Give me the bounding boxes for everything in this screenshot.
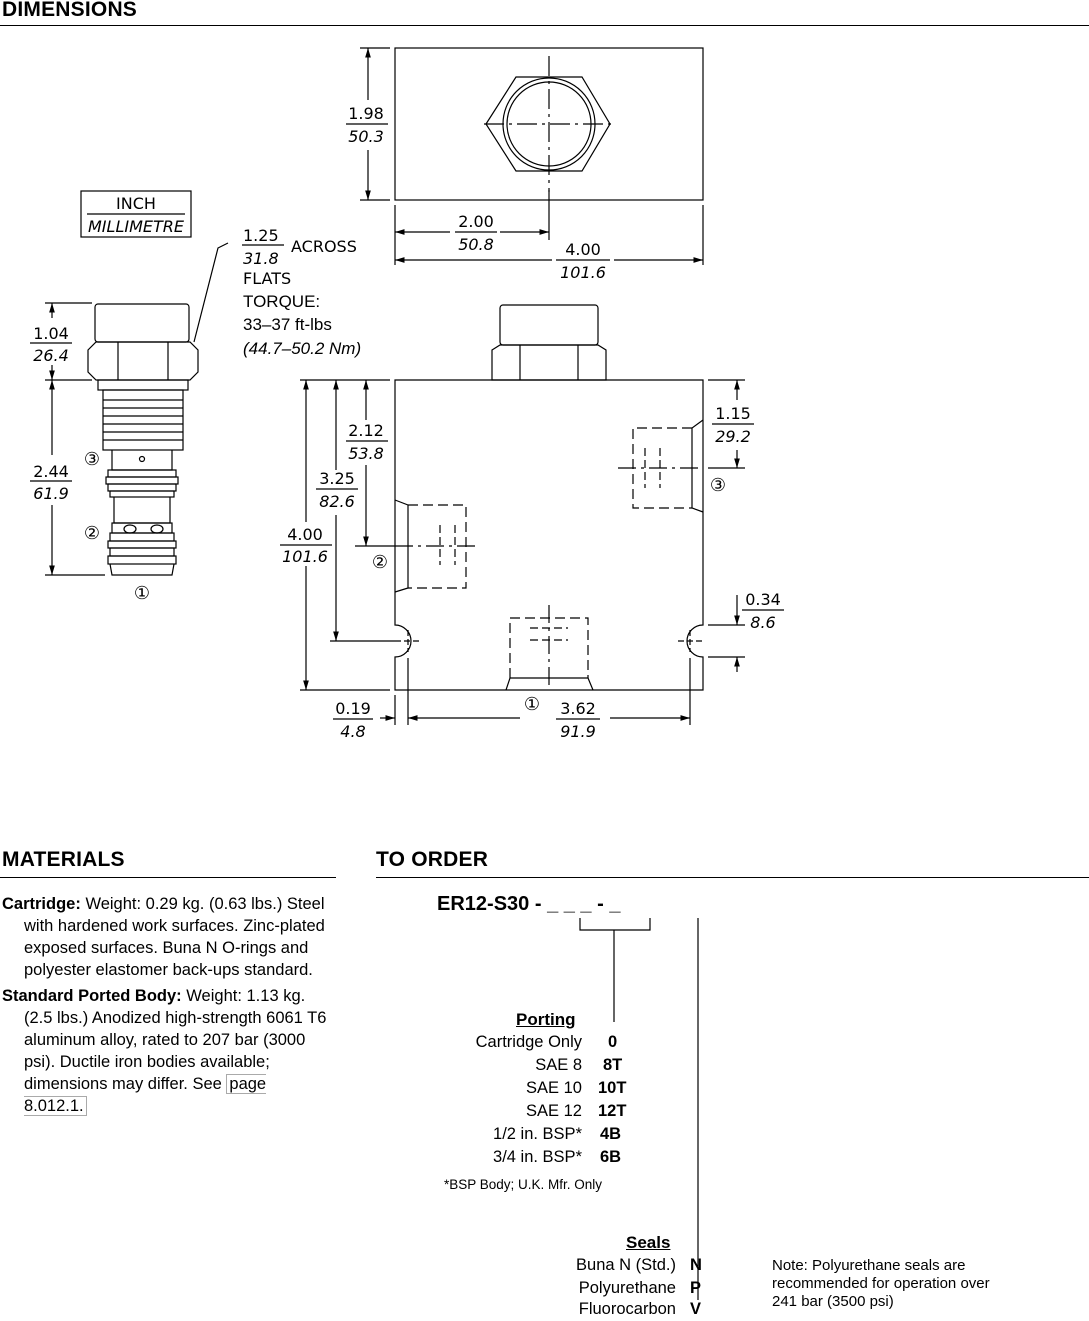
porting-code: 10T — [598, 1079, 627, 1097]
porting-row: 1/2 in. BSP* 4B — [420, 1123, 621, 1146]
materials-body: Standard Ported Body: Weight: 1.13 kg. (… — [2, 985, 332, 1117]
to-order-rule — [376, 877, 1089, 878]
seals-row: Buna N (Std.) N — [520, 1254, 702, 1277]
porting-row: SAE 10 10T — [420, 1077, 626, 1100]
porting-label: SAE 12 — [526, 1102, 582, 1120]
materials-heading: MATERIALS — [2, 848, 125, 871]
front-mount-mm: 82.6 — [319, 492, 355, 511]
unit-legend-box — [80, 190, 192, 238]
porting-heading: Porting — [516, 1010, 576, 1029]
cartridge-label: Cartridge: — [2, 895, 81, 913]
top-depth-in: 1.98 — [348, 104, 384, 123]
front-port2-mm: 53.8 — [348, 444, 384, 463]
front-edge-in: 0.19 — [335, 699, 371, 718]
top-center-mm: 50.8 — [458, 235, 494, 254]
dimensions-heading: DIMENSIONS — [2, 0, 138, 21]
top-width-in: 4.00 — [565, 240, 601, 259]
porting-label: Cartridge Only — [475, 1033, 582, 1051]
page-reference-link[interactable]: page 8.012.1. — [24, 1074, 267, 1116]
body-top-view — [360, 47, 704, 265]
porting-row: SAE 8 8T — [420, 1054, 622, 1077]
fraction-bars — [30, 123, 784, 720]
porting-code: 8T — [603, 1056, 623, 1074]
cartridge-text: Weight: 0.29 kg. (0.63 lbs.) Steel with … — [24, 895, 325, 979]
cart-body-in: 2.44 — [33, 462, 69, 481]
porting-code: 6B — [600, 1148, 622, 1166]
front-span-mm: 91.9 — [560, 722, 596, 741]
seals-row: Fluorocarbon V — [520, 1298, 701, 1321]
front-height-in: 4.00 — [287, 525, 323, 544]
seals-code: V — [690, 1300, 702, 1318]
seals-label: Polyurethane — [578, 1279, 676, 1297]
front-port-2: ② — [372, 552, 388, 573]
top-depth-mm: 50.3 — [348, 127, 384, 146]
body-label: Standard Ported Body: — [2, 987, 182, 1005]
bsp-footnote: *BSP Body; U.K. Mfr. Only — [444, 1177, 603, 1192]
model-code-prefix: ER12-S30 - — [437, 893, 542, 915]
cart-port-2: ② — [84, 523, 100, 544]
body-text: Weight: 1.13 kg. (2.5 lbs.) Anodized hig… — [24, 987, 327, 1093]
front-port3-mm: 29.2 — [715, 427, 751, 446]
seals-code: P — [690, 1279, 702, 1297]
cart-body-mm: 61.9 — [33, 484, 69, 503]
front-mount-in: 3.25 — [319, 469, 355, 488]
front-port2-in: 2.12 — [348, 421, 384, 440]
porting-row: Cartridge Only 0 — [420, 1031, 618, 1054]
porting-label: SAE 8 — [535, 1056, 582, 1074]
flats-inch: 1.25 — [243, 226, 279, 245]
front-port-3: ③ — [710, 475, 726, 496]
legend-millimetre: MILLIMETRE — [88, 217, 185, 236]
dimensions-rule — [0, 25, 1089, 26]
across-label: ACROSS — [291, 237, 357, 256]
front-hole-in: 0.34 — [745, 590, 781, 609]
seals-label: Fluorocarbon — [578, 1300, 676, 1318]
porting-code: 12T — [598, 1102, 627, 1120]
dimension-drawing: INCH MILLIMETRE 1.25 31.8 ACROSS FLATS T… — [30, 47, 784, 741]
materials-rule — [0, 877, 336, 878]
front-port-1: ① — [524, 694, 540, 715]
front-span-in: 3.62 — [560, 699, 596, 718]
porting-code: 4B — [600, 1125, 622, 1143]
seals-label: Buna N (Std.) — [576, 1256, 676, 1274]
cartridge-drawing — [45, 242, 229, 576]
top-center-in: 2.00 — [458, 212, 494, 231]
front-height-mm: 101.6 — [282, 547, 328, 566]
front-edge-mm: 4.8 — [340, 722, 365, 741]
top-width-mm: 101.6 — [560, 263, 606, 282]
porting-label: 3/4 in. BSP* — [493, 1148, 582, 1166]
porting-label: 1/2 in. BSP* — [493, 1125, 582, 1143]
body-front-view — [300, 304, 745, 725]
seals-row: Polyurethane P — [520, 1277, 701, 1300]
seals-heading: Seals — [626, 1233, 671, 1252]
legend-inch: INCH — [116, 194, 156, 213]
cart-port-3: ③ — [84, 449, 100, 470]
flats-mm: 31.8 — [243, 249, 279, 268]
torque-metric: (44.7–50.2 Nm) — [243, 339, 361, 358]
torque-value: 33–37 ft-lbs — [243, 315, 332, 334]
porting-code: 0 — [608, 1033, 618, 1051]
porting-row: SAE 12 12T — [420, 1100, 626, 1123]
model-code: ER12-S30 - _ _ _ - _ — [437, 893, 620, 916]
to-order-heading: TO ORDER — [376, 848, 489, 871]
polyurethane-note: Note: Polyurethane seals are recommended… — [772, 1257, 990, 1310]
cart-top-mm: 26.4 — [33, 346, 69, 365]
porting-label: SAE 10 — [526, 1079, 582, 1097]
cart-port-1: ① — [134, 583, 150, 604]
materials-section: Cartridge: Weight: 0.29 kg. (0.63 lbs.) … — [2, 893, 332, 1121]
materials-cartridge: Cartridge: Weight: 0.29 kg. (0.63 lbs.) … — [2, 893, 332, 981]
cart-top-in: 1.04 — [33, 324, 69, 343]
seals-code: N — [690, 1256, 702, 1274]
porting-row: 3/4 in. BSP* 6B — [420, 1146, 621, 1169]
torque-label: TORQUE: — [243, 292, 320, 311]
front-port3-in: 1.15 — [715, 404, 751, 423]
front-hole-mm: 8.6 — [750, 613, 775, 632]
model-code-blanks: _ _ _ - _ — [547, 893, 621, 915]
flats-label: FLATS — [243, 269, 291, 288]
